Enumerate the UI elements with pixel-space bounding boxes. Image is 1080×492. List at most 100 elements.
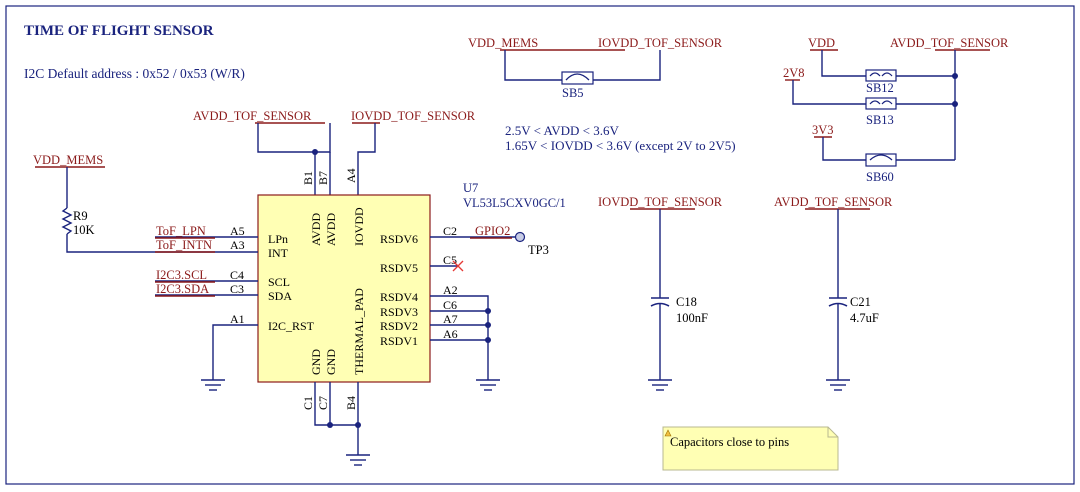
pin-num-a6: A6: [443, 327, 458, 341]
testpoint-tp3: [514, 231, 526, 243]
junction: [485, 308, 491, 314]
pin-num-a4: A4: [344, 168, 358, 183]
pin-num-c2: C2: [443, 224, 457, 238]
net-label-gpio2: GPIO2: [475, 224, 510, 238]
sheet-frame: [5, 5, 1075, 485]
pin-num-b4: B4: [344, 396, 358, 410]
junction: [312, 149, 318, 155]
warning-icon: [664, 429, 672, 437]
pin-num-c6: C6: [443, 298, 457, 312]
pin-name-rsdv2: RSDV2: [380, 319, 418, 333]
wire-i2c-rst: [212, 324, 258, 380]
chip-part-number: VL53L5CXV0GC/1: [463, 196, 566, 210]
net-label-tof-lpn: ToF_LPN: [156, 224, 206, 238]
pin-name-scl: SCL: [268, 275, 290, 289]
ground-symbol: [648, 379, 672, 391]
sb13-label: SB13: [866, 113, 894, 127]
i2c-address-note: I2C Default address : 0x52 / 0x53 (W/R): [24, 66, 245, 81]
pin-name-sda: SDA: [268, 289, 292, 303]
c18-ref: C18: [676, 295, 697, 309]
pin-name-thermal-pad: THERMAL_PAD: [352, 288, 366, 375]
pin-name-rsdv6: RSDV6: [380, 232, 418, 246]
pin-name-iovdd: IOVDD: [352, 207, 366, 246]
wire-pin-a4: [357, 123, 376, 195]
solder-bridge-sb13: [865, 97, 897, 110]
net-label-vdd-mems-top: VDD_MEMS: [468, 36, 538, 50]
net-label-avdd-tof-cap: AVDD_TOF_SENSOR: [774, 195, 893, 209]
resistor-r9: [61, 207, 73, 235]
wire-avdd-chip: [257, 123, 331, 153]
solder-bridge-sb60: [865, 153, 897, 167]
pin-name-rsdv4: RSDV4: [380, 290, 418, 304]
net-label-i2c3-scl: I2C3.SCL: [156, 268, 207, 282]
junction: [485, 322, 491, 328]
r9-value: 10K: [73, 223, 95, 237]
c18-value: 100nF: [676, 311, 708, 325]
pin-name-gnd-c7: GND: [324, 349, 338, 375]
pin-num-c4: C4: [230, 268, 244, 282]
solder-bridge-sb12: [865, 69, 897, 82]
ground-symbol: [476, 379, 500, 391]
wire-sb5-left: [504, 50, 562, 81]
pin-name-avdd-b1: AVDD: [309, 213, 323, 246]
ground-symbol: [201, 379, 225, 391]
wire-gnd-bottom: [314, 382, 358, 426]
pin-num-b7: B7: [316, 171, 330, 185]
solder-bridge-sb5: [561, 71, 594, 85]
sb5-label: SB5: [562, 86, 584, 100]
junction: [952, 73, 958, 79]
pin-name-rsdv1: RSDV1: [380, 334, 418, 348]
note-text: Capacitors close to pins: [670, 435, 789, 449]
pin-num-b1: B1: [301, 171, 315, 185]
ground-symbol: [826, 379, 850, 391]
pin-num-a1: A1: [230, 312, 245, 326]
net-label-iovdd-tof-cap: IOVDD_TOF_SENSOR: [598, 195, 723, 209]
pin-name-int: INT: [268, 246, 289, 260]
iovdd-range-note: 1.65V < IOVDD < 3.6V (except 2V to 2V5): [505, 138, 736, 153]
wire-sb12-left: [821, 50, 866, 77]
net-label-3v3: 3V3: [812, 123, 834, 137]
pin-num-a3: A3: [230, 238, 245, 252]
net-label-iovdd-tof-top: IOVDD_TOF_SENSOR: [598, 36, 723, 50]
pin-name-avdd-b7: AVDD: [324, 213, 338, 246]
chip-ref: U7: [463, 181, 478, 195]
c21-ref: C21: [850, 295, 871, 309]
net-label-i2c3-sda: I2C3.SDA: [156, 282, 209, 296]
junction: [355, 422, 361, 428]
net-label-avdd-tof-chip: AVDD_TOF_SENSOR: [193, 109, 312, 123]
wire-sb5-right: [593, 50, 661, 81]
c21-value: 4.7uF: [850, 311, 879, 325]
net-label-tof-intn: ToF_INTN: [156, 238, 212, 252]
pin-num-c3: C3: [230, 282, 244, 296]
junction: [327, 422, 333, 428]
sheet-title: TIME OF FLIGHT SENSOR: [24, 23, 214, 39]
net-label-vdd: VDD: [808, 36, 835, 50]
pin-name-i2c-rst: I2C_RST: [268, 319, 315, 333]
note-box: [662, 426, 839, 471]
wire-sb13-left: [792, 80, 866, 105]
sb60-label: SB60: [866, 170, 894, 184]
net-label-iovdd-tof-chip: IOVDD_TOF_SENSOR: [351, 109, 476, 123]
pin-num-c7: C7: [316, 396, 330, 410]
pin-num-c1: C1: [301, 396, 315, 410]
wire-rsdv-bus: [430, 295, 489, 380]
ground-symbol: [346, 454, 370, 466]
pin-name-lpn: LPn: [268, 232, 288, 246]
net-label-vdd-mems-r9: VDD_MEMS: [33, 153, 103, 167]
no-connect-marker: [452, 260, 464, 272]
pin-name-gnd-c1: GND: [309, 349, 323, 375]
capacitor-c18-plate-bottom: [650, 302, 670, 307]
pin-num-a5: A5: [230, 224, 245, 238]
pin-num-c5: C5: [443, 253, 457, 267]
avdd-range-note: 2.5V < AVDD < 3.6V: [505, 123, 619, 138]
pin-num-a2: A2: [443, 283, 458, 297]
tp3-label: TP3: [528, 243, 549, 257]
pin-name-rsdv3: RSDV3: [380, 305, 418, 319]
r9-ref: R9: [73, 209, 88, 223]
sb12-label: SB12: [866, 81, 894, 95]
pin-num-a7: A7: [443, 312, 458, 326]
junction: [485, 337, 491, 343]
net-label-2v8: 2V8: [783, 66, 805, 80]
wire-sb60-left: [822, 137, 866, 161]
